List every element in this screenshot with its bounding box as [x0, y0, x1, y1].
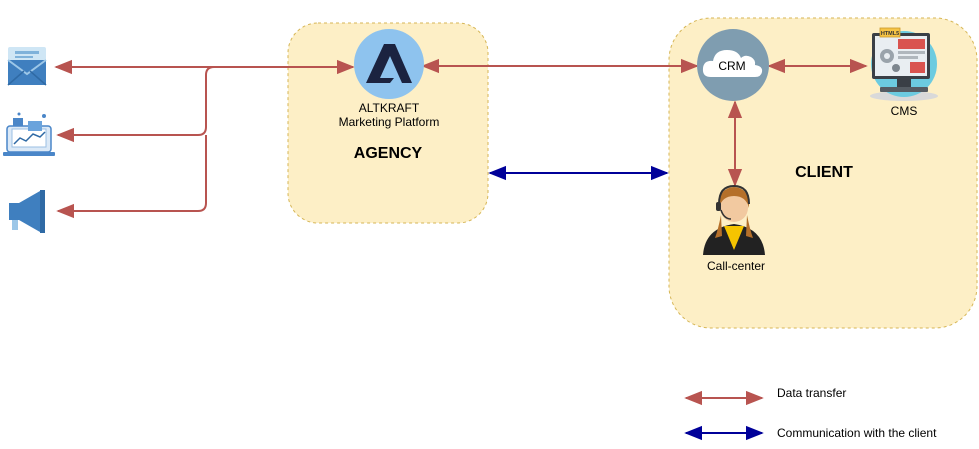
- web-analytics-icon: [3, 112, 55, 156]
- megaphone-to-platform-arrow: [56, 135, 207, 219]
- call-center-icon: [703, 184, 765, 255]
- crm-label: CRM: [718, 59, 745, 73]
- data-transfer-connectors: [54, 58, 868, 219]
- legend-data-transfer-label: Data transfer: [777, 386, 846, 400]
- crm-node: [697, 29, 769, 101]
- analytics-to-platform-arrow: [56, 66, 353, 143]
- cms-icon: HTML5: [870, 27, 938, 101]
- email-icon: [7, 47, 47, 86]
- legend: Data transfer Communication with the cli…: [684, 386, 937, 441]
- client-title: CLIENT: [795, 164, 853, 181]
- altkraft-logo: [354, 29, 424, 99]
- megaphone-icon: [9, 190, 45, 233]
- call-center-label: Call-center: [707, 259, 765, 273]
- legend-communication-label: Communication with the client: [777, 426, 937, 440]
- agency-title: AGENCY: [354, 145, 423, 162]
- cms-label: CMS: [891, 104, 918, 118]
- platform-name-line2: Marketing Platform: [339, 115, 440, 129]
- platform-name-line1: ALTKRAFT: [359, 101, 420, 115]
- cms-badge-text: HTML5: [881, 31, 899, 37]
